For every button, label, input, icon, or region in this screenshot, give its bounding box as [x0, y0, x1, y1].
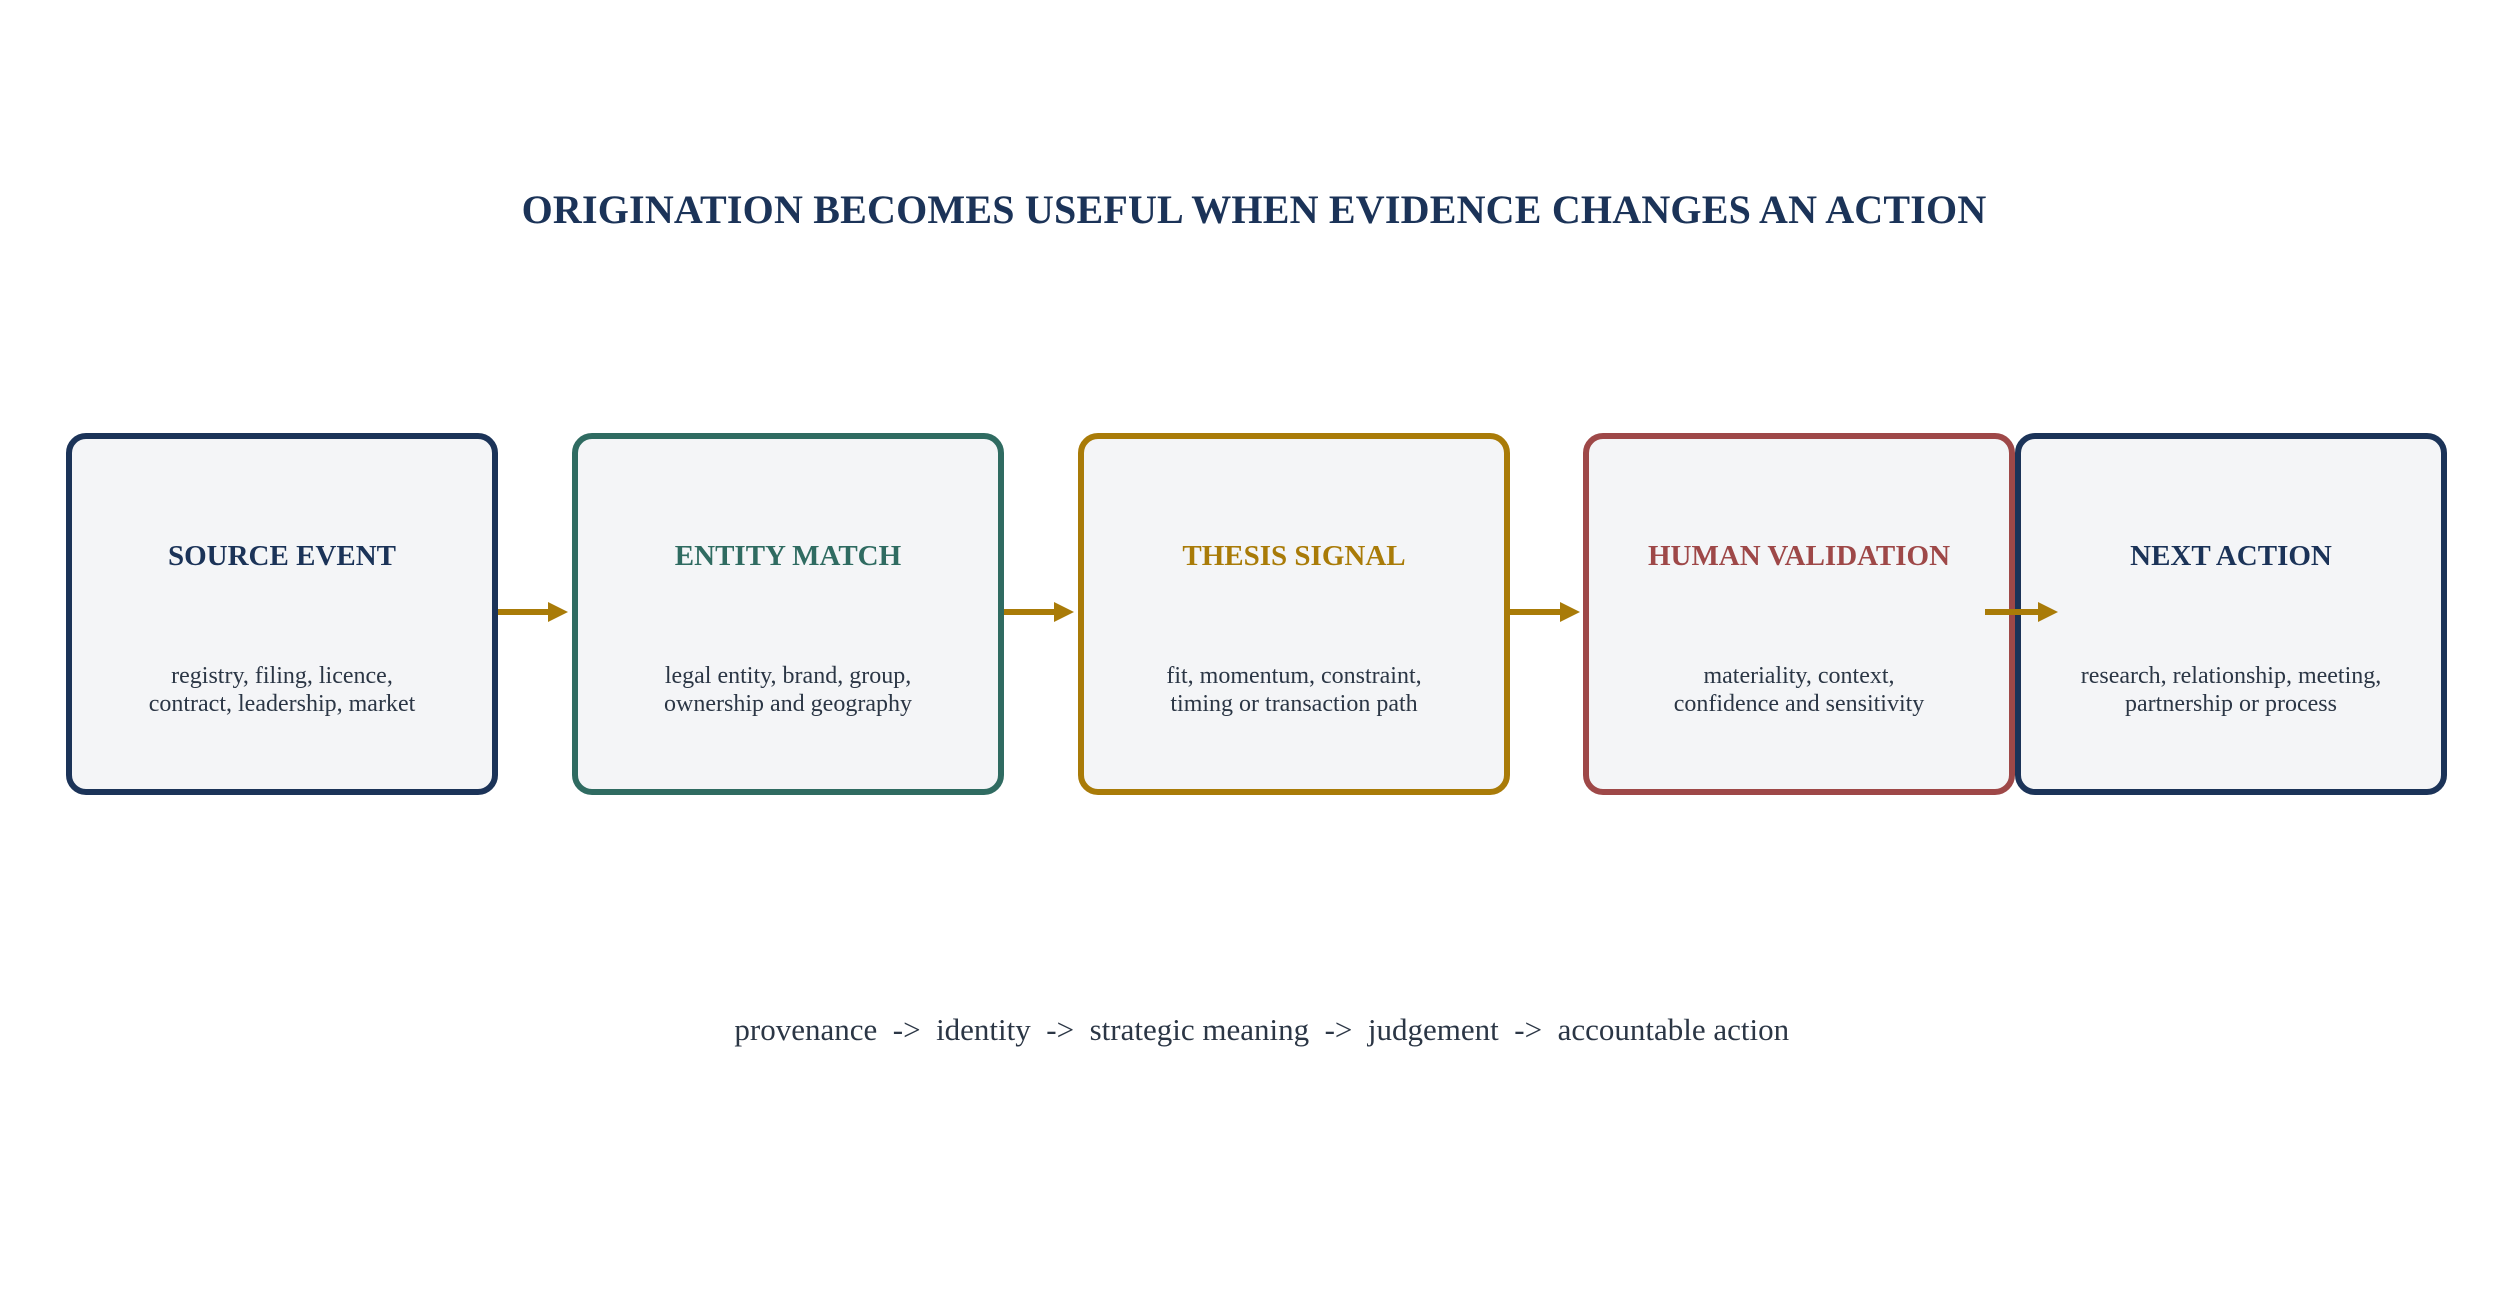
flow-step: accountable action — [1557, 1012, 1790, 1047]
diagram-title: ORIGINATION BECOMES USEFUL WHEN EVIDENCE… — [521, 187, 1987, 232]
stage-title: NEXT ACTION — [2130, 540, 2332, 572]
stage-description: registry, filing, licence, contract, lea… — [72, 662, 492, 718]
flow-separator: -> — [1046, 1012, 1075, 1047]
arrow-head-icon — [548, 602, 568, 622]
flow-step: judgement — [1367, 1012, 1499, 1047]
flow-summary: provenance -> identity -> strategic mean… — [0, 970, 2508, 1050]
stage-description-line: partnership or process — [2125, 691, 2337, 717]
stage-description-line: contract, leadership, market — [148, 691, 416, 717]
stage-title: ENTITY MATCH — [674, 540, 902, 572]
flow-separator: -> — [1514, 1012, 1543, 1047]
flow-separator: -> — [1324, 1012, 1353, 1047]
stage-next-action: NEXT ACTION research, relationship, meet… — [2015, 433, 2447, 795]
stage-title: SOURCE EVENT — [167, 540, 397, 572]
arrow-head-icon — [1560, 602, 1580, 622]
stage-thesis-signal: THESIS SIGNAL fit, momentum, constraint,… — [1078, 433, 1510, 795]
flow-step: identity — [936, 1012, 1031, 1047]
stage-entity-match: ENTITY MATCH legal entity, brand, group,… — [572, 433, 1004, 795]
stage-title: THESIS SIGNAL — [1182, 540, 1406, 572]
stage-description-line: registry, filing, licence, — [171, 663, 393, 689]
stage-title: HUMAN VALIDATION — [1647, 540, 1951, 572]
flow-step: provenance — [734, 1012, 878, 1047]
stage-description-line: materiality, context, — [1703, 663, 1895, 689]
flow-separator: -> — [892, 1012, 921, 1047]
stage-description-line: confidence and sensitivity — [1673, 691, 1925, 717]
stage-description: materiality, context, confidence and sen… — [1589, 662, 2009, 718]
stage-description-line: fit, momentum, constraint, — [1166, 663, 1422, 689]
stage-description-line: research, relationship, meeting, — [2080, 663, 2382, 689]
stage-description: research, relationship, meeting, partner… — [2021, 662, 2441, 718]
stage-description-line: timing or transaction path — [1170, 691, 1418, 717]
stage-human-validation: HUMAN VALIDATION materiality, context, c… — [1583, 433, 2015, 795]
flow-step: strategic meaning — [1089, 1012, 1310, 1047]
arrow-head-icon — [1054, 602, 1074, 622]
stage-description-line: legal entity, brand, group, — [664, 663, 912, 689]
stage-description: fit, momentum, constraint, timing or tra… — [1084, 662, 1504, 718]
stage-description: legal entity, brand, group, ownership an… — [578, 662, 998, 718]
stage-source-event: SOURCE EVENT registry, filing, licence, … — [66, 433, 498, 795]
stage-description-line: ownership and geography — [664, 691, 912, 717]
